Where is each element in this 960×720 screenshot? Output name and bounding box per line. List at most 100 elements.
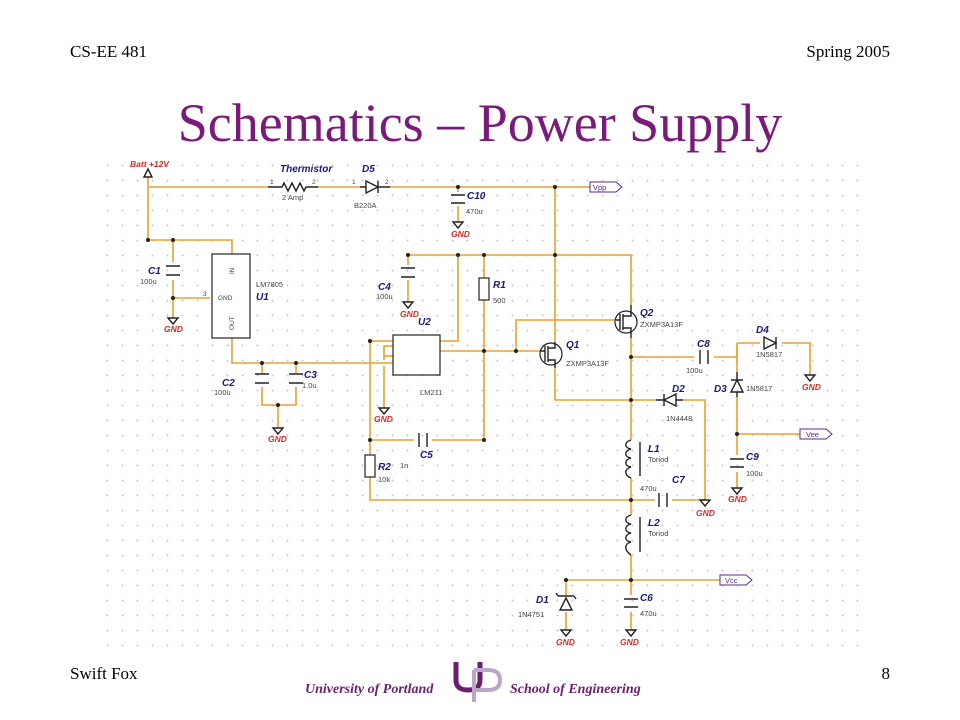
slide-title: Schematics – Power Supply bbox=[177, 93, 783, 153]
inductor-l1: L1 Toriod bbox=[625, 439, 668, 479]
diode-d4: D4 1N5817 bbox=[756, 325, 782, 359]
c5-ref: C5 bbox=[420, 450, 433, 461]
diode-d2: D2 1N4448 bbox=[656, 384, 692, 423]
thermistor-value: 2 Amp bbox=[282, 193, 303, 202]
l2-value: Toriod bbox=[648, 529, 668, 538]
c6-ref: C6 bbox=[640, 593, 653, 604]
c7-value: 470u bbox=[640, 484, 657, 493]
capacitor-c9: C9 100u bbox=[730, 452, 763, 478]
svg-text:Vcc: Vcc bbox=[725, 576, 738, 585]
svg-text:Vpp: Vpp bbox=[593, 183, 606, 192]
l2-ref: L2 bbox=[648, 518, 660, 529]
c2-ref: C2 bbox=[222, 378, 235, 389]
r2-ref: R2 bbox=[378, 462, 391, 473]
capacitor-c10: C10 470u bbox=[451, 191, 486, 216]
wires bbox=[147, 177, 811, 630]
c5-value: 1n bbox=[400, 461, 408, 470]
source-label: Batt +12V bbox=[130, 159, 170, 169]
svg-text:GND: GND bbox=[620, 637, 639, 647]
c1-value: 100u bbox=[140, 277, 157, 286]
c4-value: 100u bbox=[376, 292, 393, 301]
school-label: School of Engineering bbox=[510, 682, 641, 697]
u1-value: LM7805 bbox=[256, 280, 283, 289]
capacitor-c2: C2 100u bbox=[214, 373, 269, 397]
q1-ref: Q1 bbox=[566, 340, 580, 351]
port-vpp: Vpp bbox=[589, 181, 623, 193]
svg-text:GND: GND bbox=[451, 229, 470, 239]
junctions bbox=[146, 185, 739, 582]
svg-text:IN: IN bbox=[229, 267, 236, 274]
battery-source: Batt +12V bbox=[130, 159, 170, 178]
svg-text:GND: GND bbox=[696, 508, 715, 518]
mosfet-q2: Q2 ZXMP3A13F bbox=[614, 305, 683, 338]
svg-text:Vee: Vee bbox=[806, 430, 819, 439]
d2-ref: D2 bbox=[672, 384, 685, 395]
u1-ref: U1 bbox=[256, 292, 269, 303]
svg-text:GND: GND bbox=[164, 324, 183, 334]
port-vcc: Vcc bbox=[719, 574, 753, 586]
c6-value: 470u bbox=[640, 609, 657, 618]
c10-ref: C10 bbox=[467, 191, 486, 202]
capacitor-c5: C5 1n bbox=[400, 433, 433, 470]
d4-ref: D4 bbox=[756, 325, 769, 336]
up-logo bbox=[450, 658, 506, 709]
svg-text:3: 3 bbox=[203, 291, 207, 298]
c4-ref: C4 bbox=[378, 282, 391, 293]
c3-value: 1.0u bbox=[302, 381, 317, 390]
capacitor-c8: C8 100u bbox=[686, 339, 710, 375]
r2-value: 10k bbox=[378, 475, 390, 484]
u2-ref: U2 bbox=[418, 317, 431, 328]
comparator-u2: U2 LM211 bbox=[392, 317, 442, 397]
l1-value: Toriod bbox=[648, 455, 668, 464]
d3-value: 1N5817 bbox=[746, 384, 772, 393]
capacitor-c3: C3 1.0u bbox=[289, 370, 317, 390]
resistor-r1: R1 500 bbox=[478, 277, 506, 305]
gnd-c9: GND bbox=[728, 487, 747, 504]
gnd-c7: GND bbox=[696, 499, 715, 518]
svg-text:GND: GND bbox=[374, 414, 393, 424]
university-label: University of Portland bbox=[305, 682, 434, 697]
d1-value: 1N4751 bbox=[518, 610, 544, 619]
mosfet-q1: Q1 ZXMP3A13F bbox=[539, 340, 609, 368]
capacitor-c7: C7 470u bbox=[640, 475, 685, 507]
svg-text:1: 1 bbox=[270, 179, 274, 186]
r1-value: 500 bbox=[493, 296, 506, 305]
d1-ref: D1 bbox=[536, 595, 549, 606]
gnd-c6: GND bbox=[620, 629, 639, 647]
capacitor-c6: C6 470u bbox=[624, 593, 657, 618]
q1-value: ZXMP3A13F bbox=[566, 359, 609, 368]
port-vee: Vee bbox=[799, 428, 833, 440]
regulator-u1: IN GND OUT LM7805 U1 3 bbox=[203, 253, 283, 339]
svg-text:GND: GND bbox=[400, 309, 419, 319]
gnd-d4: GND bbox=[802, 374, 821, 392]
d5-ref: D5 bbox=[362, 164, 375, 175]
page-number: 8 bbox=[881, 664, 891, 683]
gnd-c10: GND bbox=[451, 221, 470, 239]
capacitor-c4: C4 100u bbox=[376, 267, 415, 301]
gnd-c2-c3: GND bbox=[268, 427, 287, 444]
svg-text:2: 2 bbox=[385, 179, 389, 186]
term-label: Spring 2005 bbox=[806, 42, 890, 61]
d4-value: 1N5817 bbox=[756, 350, 782, 359]
q2-ref: Q2 bbox=[640, 308, 654, 319]
r1-ref: R1 bbox=[493, 280, 506, 291]
c10-value: 470u bbox=[466, 207, 483, 216]
c1-ref: C1 bbox=[148, 266, 161, 277]
svg-text:GND: GND bbox=[218, 295, 233, 302]
d5-value: B220A bbox=[354, 201, 377, 210]
inductor-l2: L2 Toriod bbox=[625, 514, 668, 556]
d2-value: 1N4448 bbox=[666, 414, 692, 423]
course-label: CS-EE 481 bbox=[70, 42, 147, 61]
c9-value: 100u bbox=[746, 469, 763, 478]
c3-ref: C3 bbox=[304, 370, 317, 381]
thermistor-ref: Thermistor bbox=[280, 164, 333, 175]
svg-text:GND: GND bbox=[728, 494, 747, 504]
d3-ref: D3 bbox=[714, 384, 727, 395]
zener-d1: D1 1N4751 bbox=[518, 592, 577, 619]
svg-text:OUT: OUT bbox=[229, 316, 236, 330]
l1-ref: L1 bbox=[648, 444, 660, 455]
svg-text:GND: GND bbox=[556, 637, 575, 647]
svg-text:1: 1 bbox=[352, 179, 356, 186]
